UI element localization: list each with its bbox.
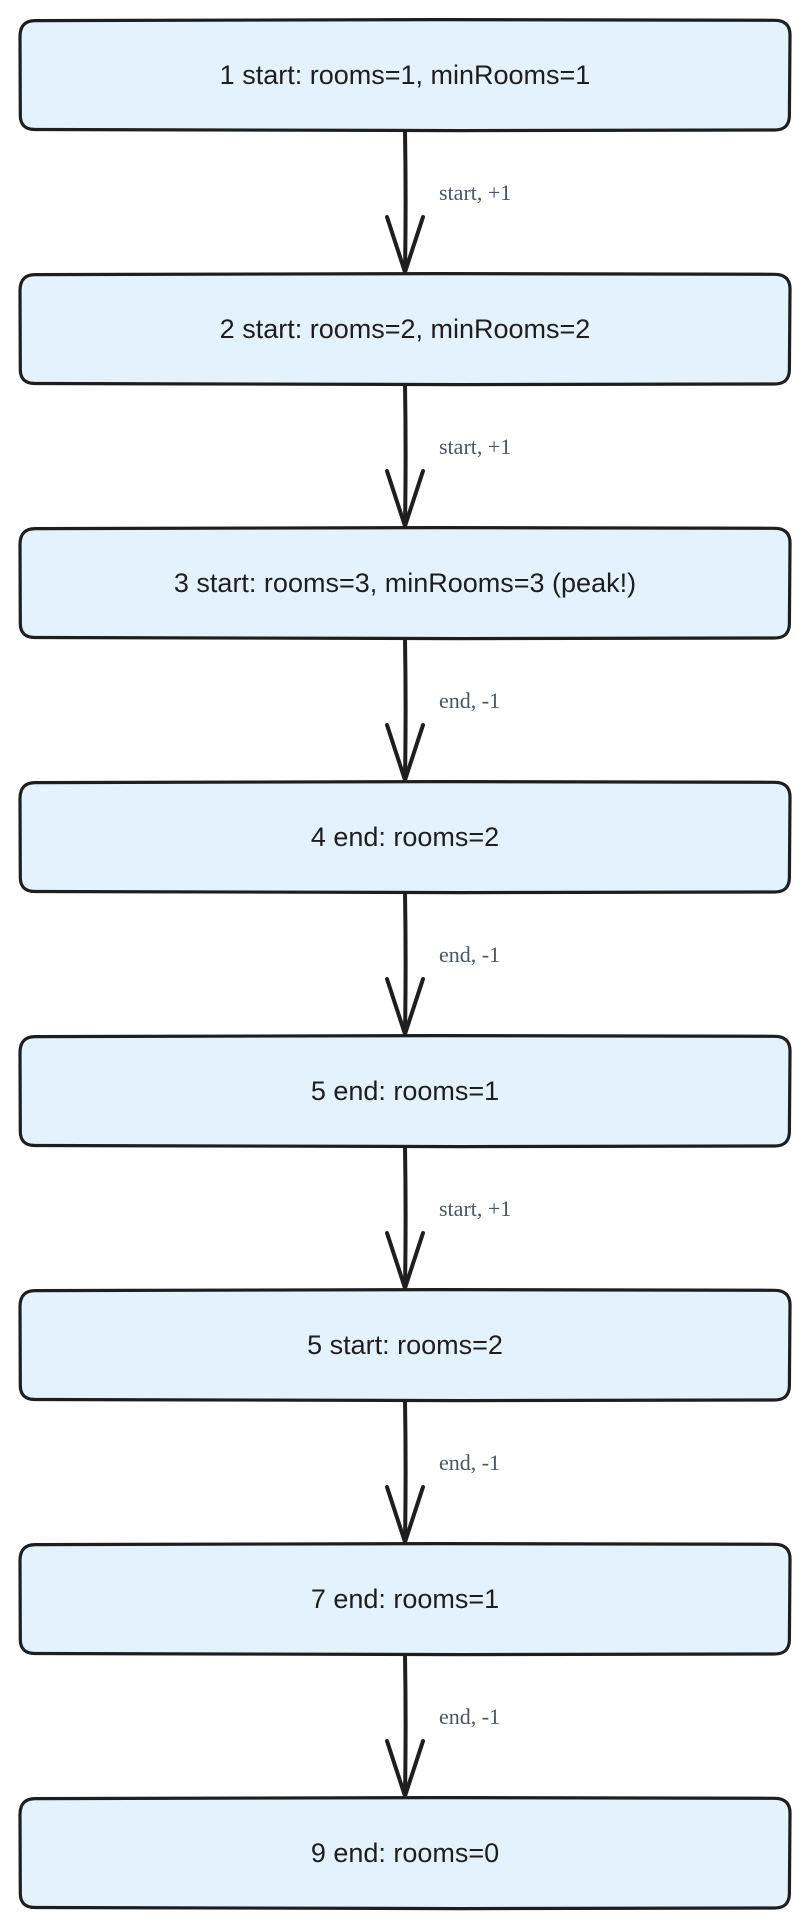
node-label: 2 start: rooms=2, minRooms=2 — [220, 314, 591, 344]
edge: end, -1 — [385, 636, 500, 782]
flow-node: 5 start: rooms=2 — [18, 1288, 792, 1403]
edge: end, -1 — [385, 890, 500, 1036]
edge-arrow-line — [403, 1652, 408, 1798]
flow-node: 9 end: rooms=0 — [18, 1796, 792, 1911]
edge-label: end, -1 — [439, 942, 500, 967]
node-box — [18, 272, 792, 387]
edge-arrow-line — [403, 128, 408, 274]
edge: end, -1 — [385, 1398, 500, 1544]
node-box — [18, 526, 792, 641]
arrowhead-icon — [385, 723, 425, 782]
node-box — [18, 1034, 792, 1149]
arrowhead-icon — [385, 1231, 425, 1290]
node-label: 3 start: rooms=3, minRooms=3 (peak!) — [174, 568, 636, 598]
edges-layer: start, +1 start, +1 end, -1 end, -1 star… — [385, 128, 511, 1798]
node-label: 7 end: rooms=1 — [311, 1584, 499, 1614]
arrowhead-icon — [385, 977, 425, 1036]
edge: start, +1 — [385, 382, 511, 528]
edge-arrow-line — [403, 636, 408, 782]
edge-arrow-line — [403, 890, 408, 1036]
node-label: 9 end: rooms=0 — [311, 1838, 499, 1868]
edge-label: end, -1 — [439, 688, 500, 713]
arrowhead-icon — [385, 1485, 425, 1544]
edge-label: start, +1 — [439, 1196, 511, 1221]
arrowhead-icon — [385, 215, 425, 274]
edge-label: start, +1 — [439, 180, 511, 205]
edge: start, +1 — [385, 1144, 511, 1290]
edge: end, -1 — [385, 1652, 500, 1798]
edge-arrow-line — [403, 382, 408, 528]
flow-node: 4 end: rooms=2 — [18, 780, 792, 895]
edge: start, +1 — [385, 128, 511, 274]
arrowhead-icon — [385, 1739, 425, 1798]
flow-node: 7 end: rooms=1 — [18, 1542, 792, 1657]
node-box — [18, 1796, 792, 1911]
node-label: 5 start: rooms=2 — [307, 1330, 503, 1360]
edge-label: end, -1 — [439, 1450, 500, 1475]
edge-label: start, +1 — [439, 434, 511, 459]
edge-arrow-line — [403, 1144, 408, 1290]
node-box — [18, 1542, 792, 1657]
flow-node: 2 start: rooms=2, minRooms=2 — [18, 272, 792, 387]
edge-label: end, -1 — [439, 1704, 500, 1729]
nodes-layer: 1 start: rooms=1, minRooms=1 2 start: ro… — [18, 18, 792, 1911]
node-box — [18, 780, 792, 895]
node-label: 5 end: rooms=1 — [311, 1076, 499, 1106]
node-box — [18, 1288, 792, 1403]
arrowhead-icon — [385, 469, 425, 528]
edge-arrow-line — [403, 1398, 408, 1544]
node-label: 1 start: rooms=1, minRooms=1 — [220, 60, 591, 90]
node-label: 4 end: rooms=2 — [311, 822, 499, 852]
flow-node: 5 end: rooms=1 — [18, 1034, 792, 1149]
flow-node: 3 start: rooms=3, minRooms=3 (peak!) — [18, 526, 792, 641]
node-box — [18, 18, 792, 133]
flow-node: 1 start: rooms=1, minRooms=1 — [18, 18, 792, 133]
